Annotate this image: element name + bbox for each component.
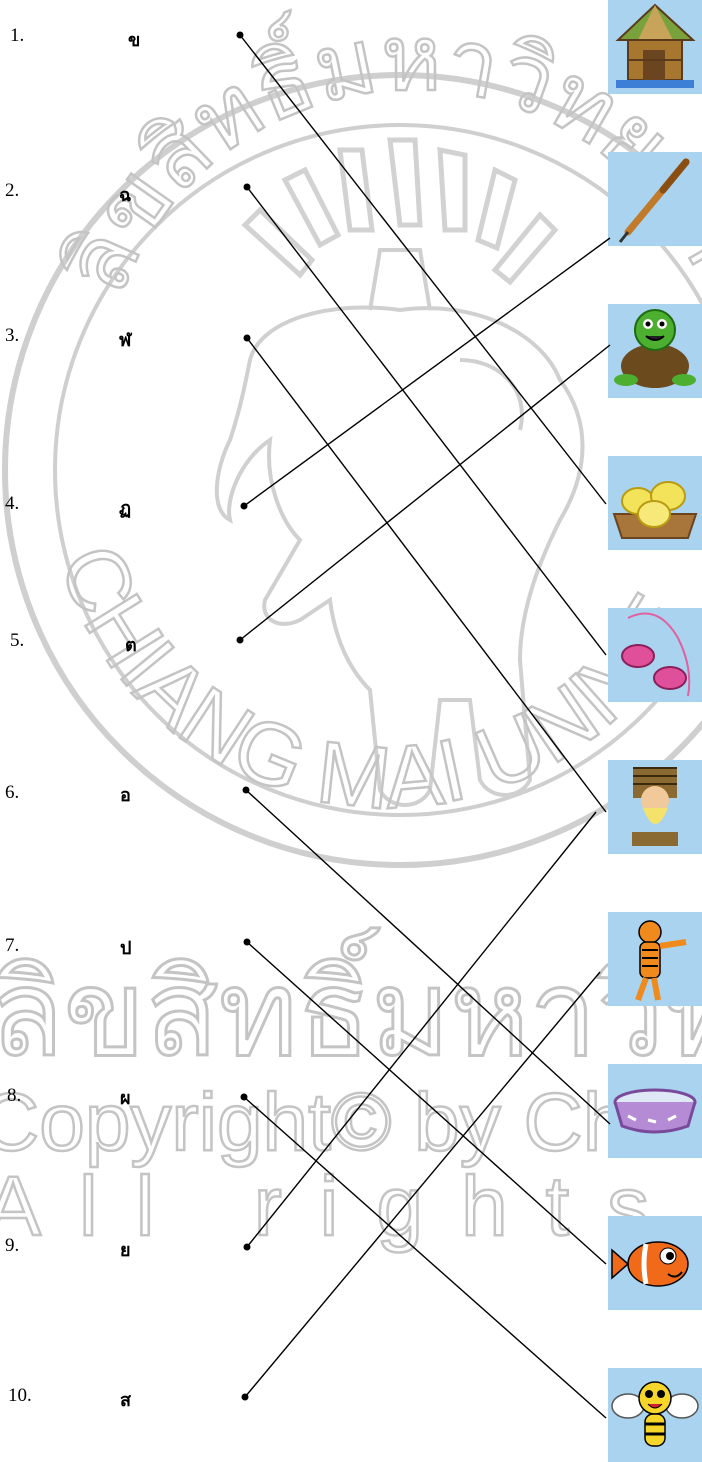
- match-line: [244, 1097, 606, 1418]
- item-dot: [241, 503, 248, 510]
- item-dot: [244, 184, 251, 191]
- item-dot: [244, 335, 251, 342]
- match-line: [240, 345, 610, 640]
- match-line: [244, 238, 610, 506]
- match-line: [247, 812, 596, 1247]
- match-line: [247, 187, 606, 655]
- match-line: [247, 338, 606, 812]
- item-dot: [243, 787, 250, 794]
- match-line: [245, 972, 600, 1397]
- match-line: [246, 790, 610, 1124]
- match-line: [247, 942, 606, 1264]
- item-dot: [241, 1094, 248, 1101]
- item-dot: [237, 637, 244, 644]
- item-dot: [244, 1244, 251, 1251]
- item-dot: [244, 939, 251, 946]
- match-line: [240, 35, 606, 504]
- item-dot: [242, 1394, 249, 1401]
- item-dot: [237, 32, 244, 39]
